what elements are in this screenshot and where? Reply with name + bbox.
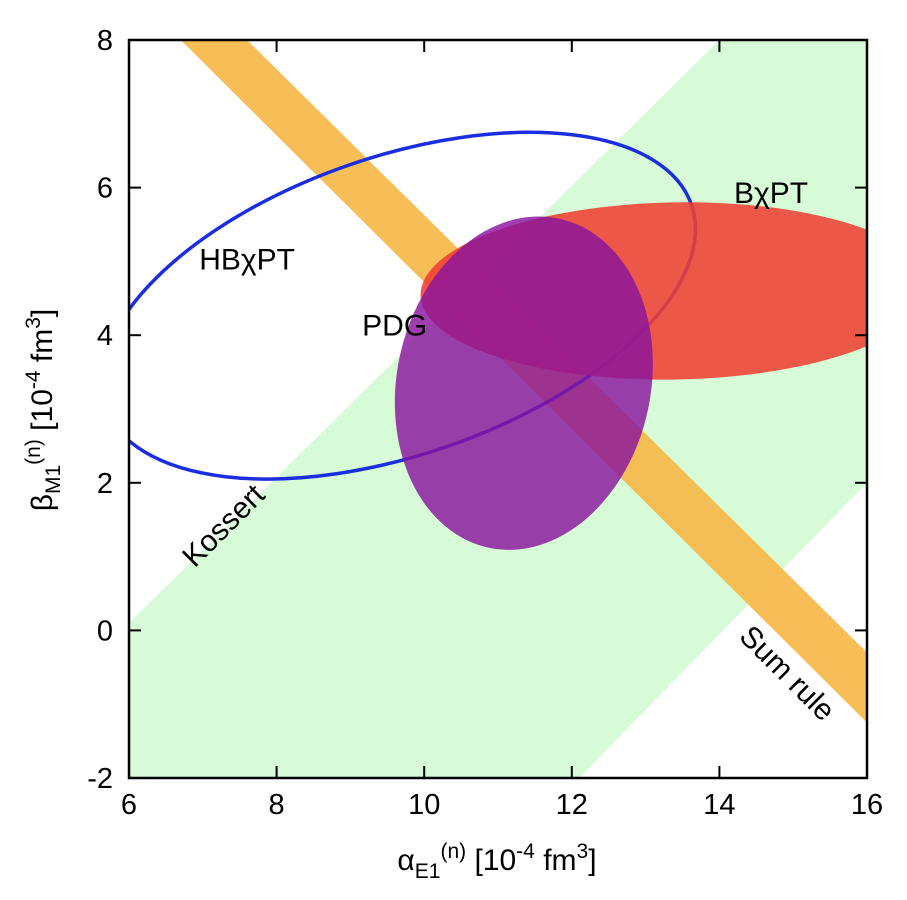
plot-frame	[127, 38, 869, 780]
x-axis-unit-exp2: 3	[577, 840, 589, 863]
x-axis-unit-mid: fm	[535, 844, 577, 877]
region-sum-rule	[180, 40, 867, 723]
label-pdg: PDG	[362, 310, 427, 343]
x-axis-unit-post: ]	[588, 844, 596, 877]
x-tick-label: 8	[269, 789, 285, 821]
label-bchipt: BχPT	[734, 177, 808, 210]
x-tick-label: 10	[408, 789, 440, 821]
y-axis-symbol: β	[26, 494, 59, 511]
x-axis-superscript: (n)	[440, 840, 466, 863]
y-tick-label: 8	[97, 25, 113, 57]
x-axis-symbol: α	[397, 844, 414, 877]
x-axis-unit-exp: -4	[516, 840, 535, 863]
y-axis-unit-exp: -4	[22, 370, 45, 389]
y-tick-label: 0	[97, 615, 113, 647]
plot-area	[129, 40, 867, 778]
y-axis-unit-exp2: 3	[22, 317, 45, 329]
x-axis-subscript: E1	[415, 860, 441, 883]
x-axis-title: αE1(n) [10-4 fm3]	[397, 840, 596, 883]
y-axis-unit-mid: fm	[26, 329, 59, 371]
region-pdg	[394, 216, 653, 550]
y-tick-label: -2	[87, 763, 113, 795]
axis-ticks: 6 8 10 12 14 16 -2 0 2 4 6 8	[87, 25, 883, 821]
x-tick-label: 6	[121, 789, 137, 821]
x-axis-unit-pre: [10	[466, 844, 516, 877]
y-axis-title: βM1(n) [10-4 fm3]	[22, 309, 65, 512]
x-tick-label: 12	[556, 789, 588, 821]
y-axis-subscript: M1	[42, 465, 65, 494]
y-axis-unit-pre: [10	[26, 389, 59, 439]
y-tick-label: 2	[97, 468, 113, 500]
x-tick-label: 16	[851, 789, 883, 821]
x-tick-label: 14	[703, 789, 735, 821]
label-hbchipt: HBχPT	[199, 243, 295, 276]
y-tick-label: 6	[97, 173, 113, 205]
y-axis-unit-post: ]	[26, 309, 59, 317]
y-axis-superscript: (n)	[22, 439, 45, 465]
y-tick-label: 4	[97, 320, 113, 352]
